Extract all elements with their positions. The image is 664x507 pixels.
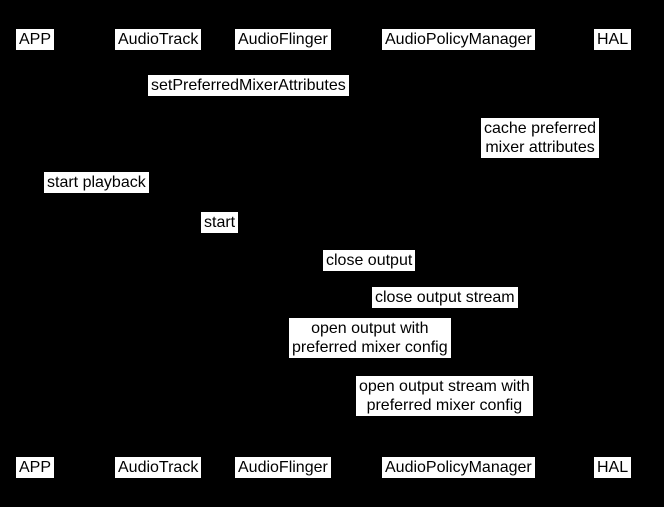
participant-audiopolicymanager-bottom: AudioPolicyManager [382, 457, 535, 478]
participant-app-top: APP [16, 29, 55, 50]
message-open-output-stream-with-preferred-mixer-config: open output stream with preferred mixer … [356, 376, 533, 416]
participant-audiopolicymanager-top: AudioPolicyManager [382, 29, 535, 50]
participant-hal-bottom: HAL [594, 457, 632, 478]
message-close-output: close output [323, 250, 416, 271]
message-close-output-stream: close output stream [372, 287, 518, 308]
message-start: start [201, 212, 239, 233]
message-open-output-with-preferred-mixer-config: open output with preferred mixer config [289, 318, 451, 358]
participant-audioflinger-top: AudioFlinger [235, 29, 331, 50]
participant-audioflinger-bottom: AudioFlinger [235, 457, 331, 478]
message-start-playback: start playback [44, 172, 149, 193]
message-set-preferred-mixer-attributes: setPreferredMixerAttributes [148, 75, 349, 96]
participant-audiotrack-top: AudioTrack [115, 29, 202, 50]
participant-hal-top: HAL [594, 29, 632, 50]
participant-audiotrack-bottom: AudioTrack [115, 457, 202, 478]
message-cache-preferred-mixer-attributes: cache preferred mixer attributes [481, 118, 600, 158]
participant-app-bottom: APP [16, 457, 55, 478]
